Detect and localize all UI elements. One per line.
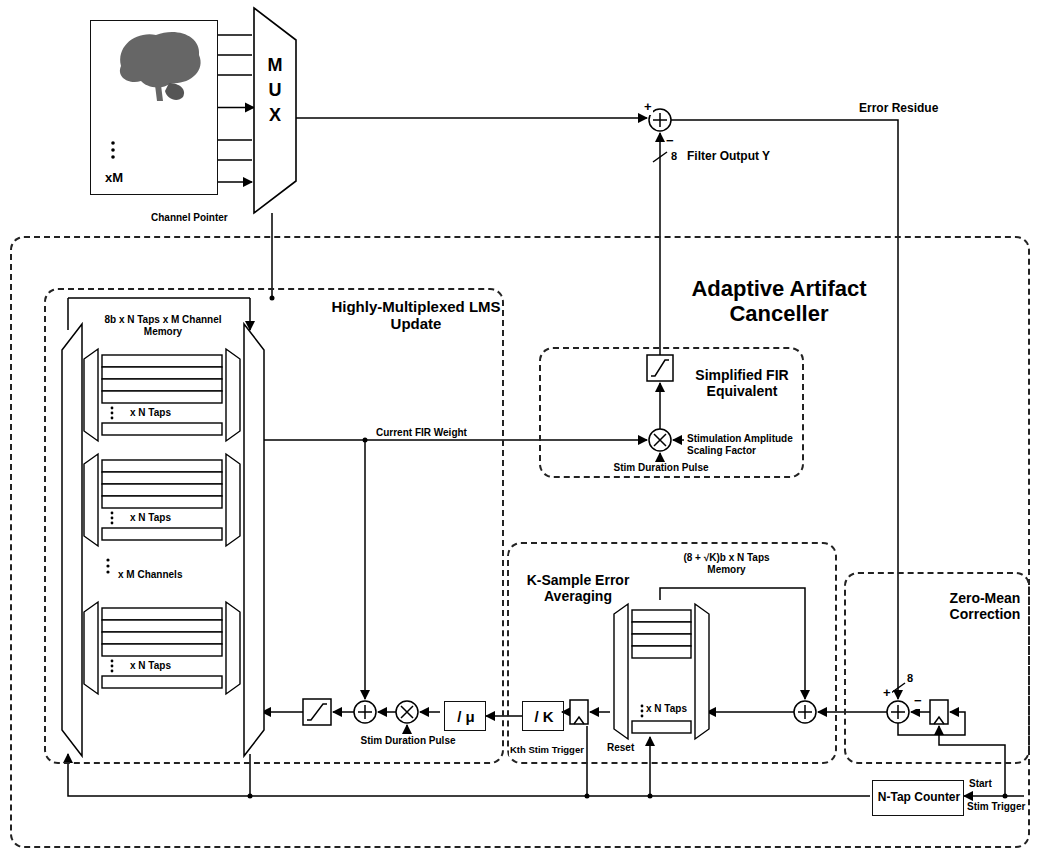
- signal-label: Filter Output Y: [686, 150, 771, 164]
- memory-stack: 8b x N Taps x M Channel Memory x M Channe…: [58, 310, 268, 762]
- memory-label: (8 + √K)b x N Taps Memory: [664, 552, 789, 575]
- group-title: K-Sample Error Averaging: [517, 572, 639, 604]
- memory-label: 8b x N Taps x M Channel Memory: [98, 314, 228, 337]
- signal-label: Kth Stim Trigger: [509, 745, 585, 756]
- sign-label: 8: [906, 672, 914, 685]
- wires: [68, 35, 1024, 796]
- signal-label: Start: [968, 778, 993, 790]
- system-group: Adaptive Artifact Canceller Highly-Multip…: [10, 236, 1030, 848]
- divider-box: / μ: [444, 701, 486, 731]
- sign-label: +: [882, 686, 892, 701]
- shape-outline: [91, 21, 219, 196]
- signal-label: Current FIR Weight: [375, 427, 468, 439]
- signal-label: Stim Trigger: [966, 801, 1026, 813]
- signal-label: Stimulation Amplitude Scaling Factor: [686, 433, 796, 456]
- shape-outline: [84, 454, 240, 546]
- sign-label: 8: [670, 150, 678, 163]
- signal-label: Channel Pointer: [150, 212, 229, 224]
- shape-outline: [84, 602, 240, 694]
- sign-label: −: [913, 694, 923, 709]
- group-title: Zero-Mean Correction: [942, 590, 1028, 622]
- tap-count: x N Taps: [130, 660, 171, 672]
- memory-bank: (8 + √K)b x N Taps Memoryx N Taps: [614, 604, 709, 739]
- fir-group: Simplified FIR Equivalent: [539, 347, 804, 478]
- signal-arrow: [486, 715, 522, 717]
- sign-label: +: [643, 100, 653, 115]
- signal-label: Stim Duration Pulse: [352, 735, 464, 747]
- mux-label: M U X: [267, 53, 283, 129]
- group-title: Simplified FIR Equivalent: [686, 367, 798, 399]
- tap-count: x N Taps: [646, 703, 687, 715]
- memory-bank: x N Taps: [84, 602, 240, 694]
- multiplexer: M U X: [254, 8, 296, 213]
- correction-group: Zero-Mean Correction: [844, 572, 1030, 764]
- signal-label: Stim Duration Pulse: [605, 462, 717, 474]
- signal-label: Error Residue: [858, 102, 939, 116]
- junctions: [248, 296, 1008, 799]
- signal-arrow: [218, 107, 254, 109]
- group-title: Adaptive Artifact Canceller: [674, 276, 884, 327]
- memory-bank: x N Taps: [84, 454, 240, 546]
- operator-label: / μ: [445, 708, 487, 725]
- box-label: N-Tap Counter: [873, 791, 965, 805]
- divider-box: / K: [522, 701, 564, 731]
- tap-count: x N Taps: [130, 407, 171, 419]
- channel-count: xM: [105, 171, 123, 186]
- lms-group: Highly-Multiplexed LMS Update 8b x N Taps…: [44, 288, 504, 764]
- adders: [354, 109, 909, 723]
- source-box: xM: [90, 20, 218, 195]
- counter-box: N-Tap Counter: [872, 780, 964, 816]
- shape-outline: [614, 604, 709, 739]
- memory-bank: x N Taps: [84, 349, 240, 441]
- sign-label: −: [665, 134, 675, 149]
- signal-label: Reset: [606, 742, 635, 754]
- group-title: Highly-Multiplexed LMS Update: [331, 298, 501, 333]
- shape-outline: [84, 349, 240, 441]
- memory-label: x M Channels: [118, 569, 218, 581]
- averaging-group: K-Sample Error Averaging(8 + √K)b x N Ta…: [507, 542, 837, 764]
- operator-label: / K: [523, 708, 565, 725]
- tap-count: x N Taps: [130, 512, 171, 524]
